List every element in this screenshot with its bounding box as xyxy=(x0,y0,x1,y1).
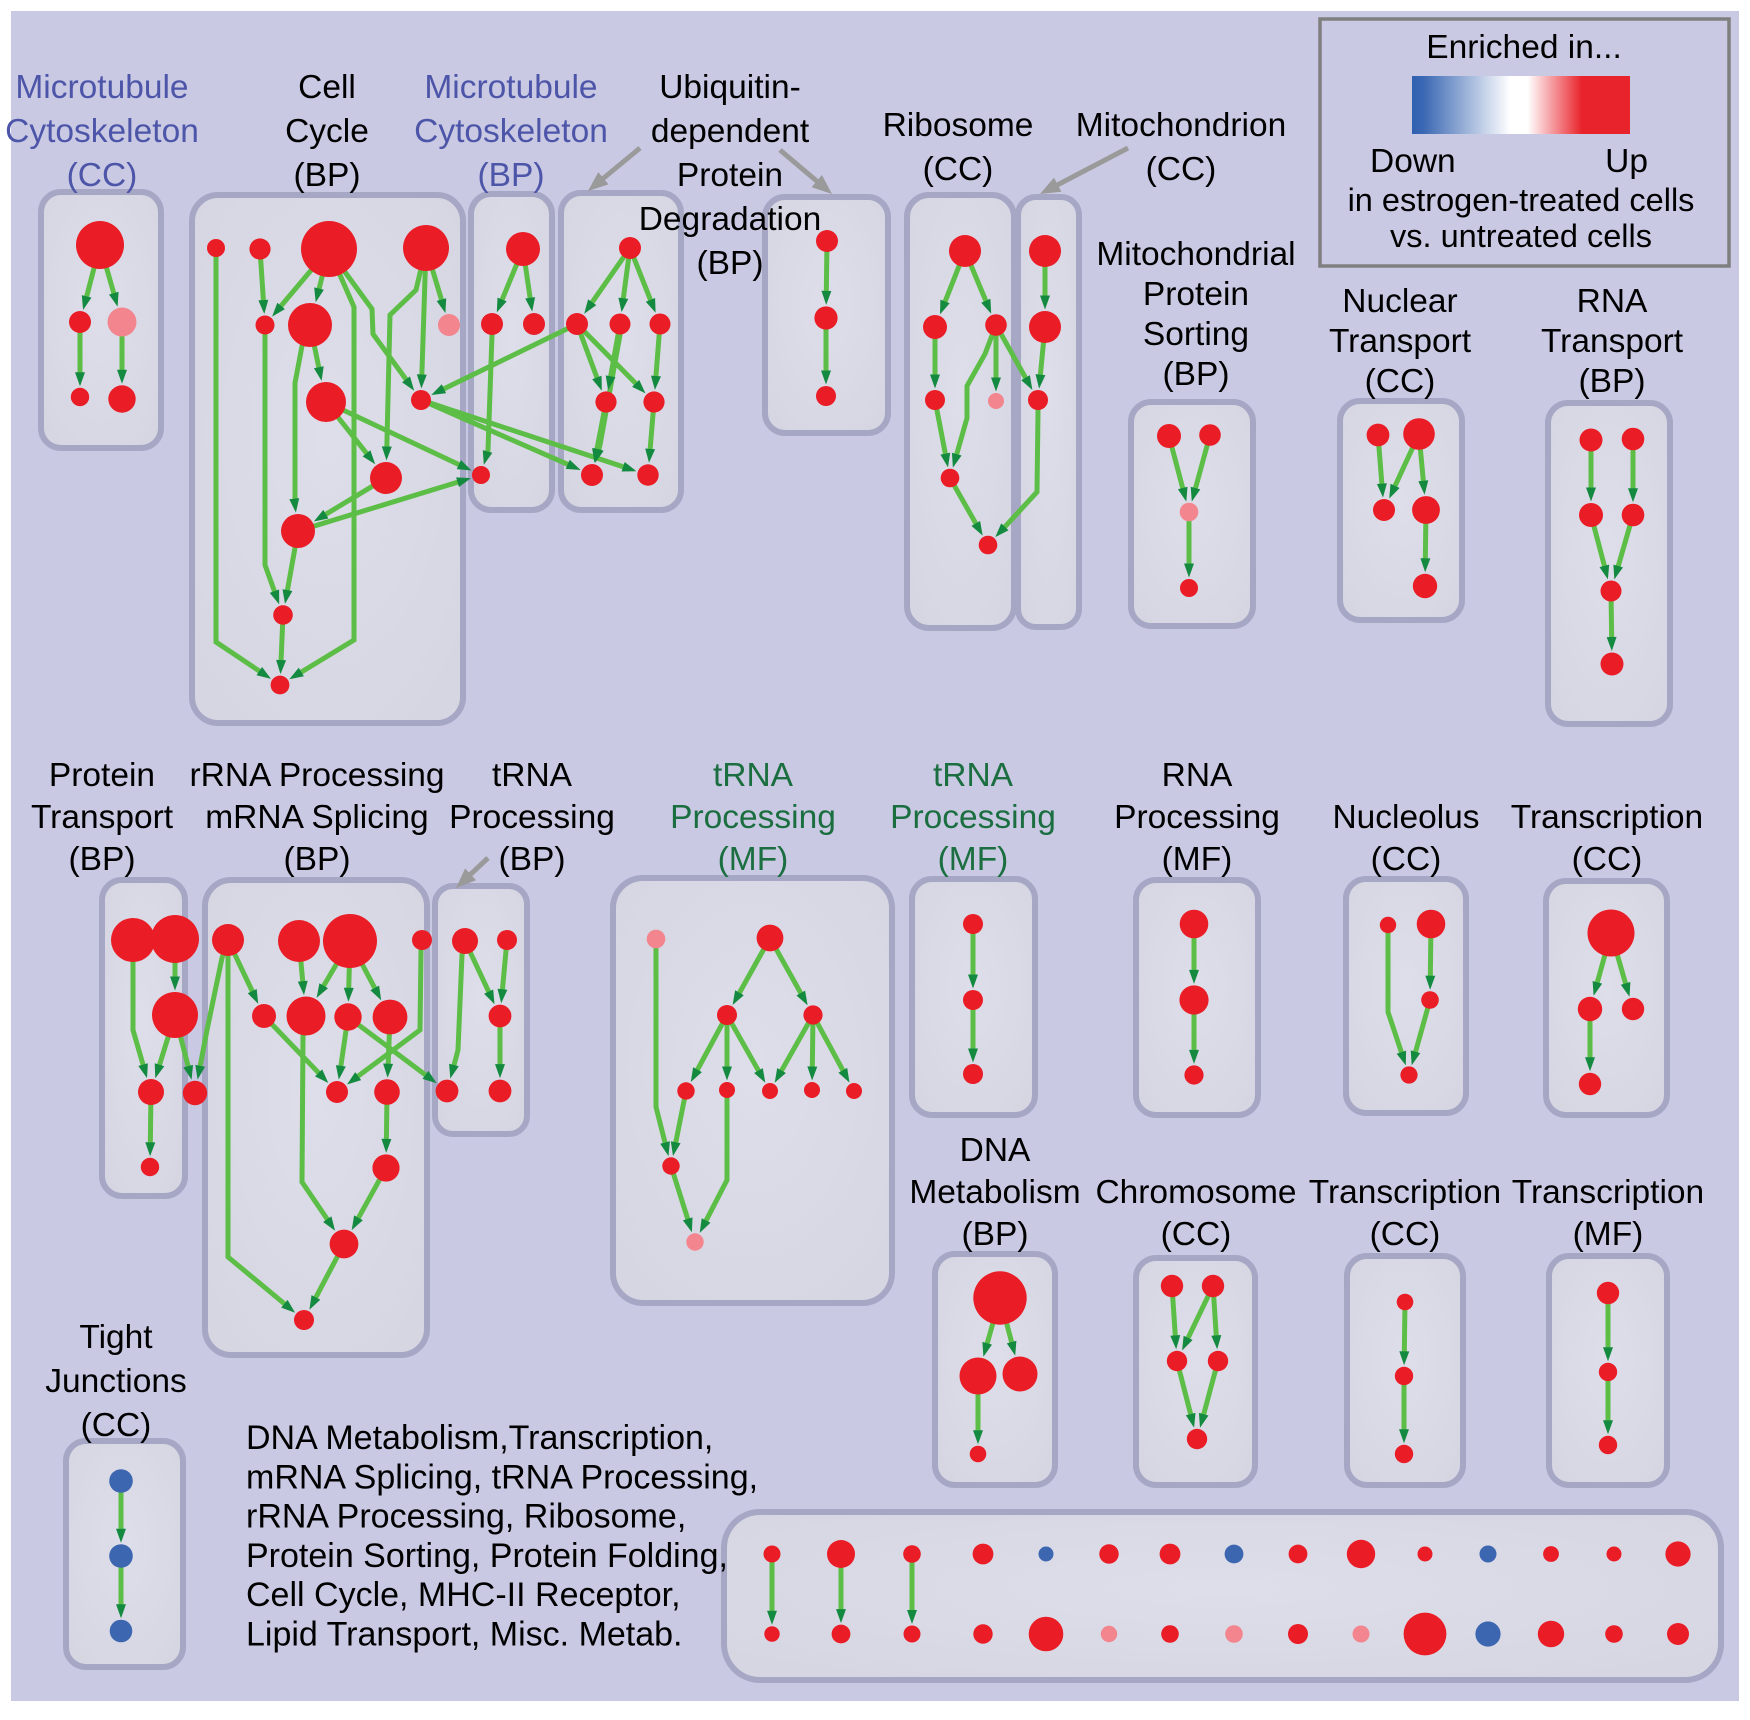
svg-text:(CC): (CC) xyxy=(1146,151,1217,188)
svg-text:(CC): (CC) xyxy=(1370,1216,1441,1253)
svg-text:vs. untreated cells: vs. untreated cells xyxy=(1390,218,1652,254)
svg-text:Chromosome: Chromosome xyxy=(1095,1174,1296,1211)
svg-text:(BP): (BP) xyxy=(1163,356,1230,393)
svg-text:Tight: Tight xyxy=(79,1319,153,1356)
svg-text:tRNA: tRNA xyxy=(713,757,794,794)
svg-text:Transport: Transport xyxy=(31,799,174,836)
svg-text:Protein: Protein xyxy=(49,757,155,794)
svg-text:Mitochondrion: Mitochondrion xyxy=(1076,107,1286,144)
svg-text:(BP): (BP) xyxy=(478,157,545,194)
svg-text:Processing: Processing xyxy=(890,799,1056,836)
svg-text:Sorting: Sorting xyxy=(1143,316,1249,353)
svg-text:(BP): (BP) xyxy=(69,841,136,878)
svg-text:Transport: Transport xyxy=(1329,323,1472,360)
svg-text:in estrogen-treated cells: in estrogen-treated cells xyxy=(1348,182,1695,218)
svg-text:(CC): (CC) xyxy=(81,1407,152,1444)
svg-text:(MF): (MF) xyxy=(1162,841,1233,878)
svg-text:Nuclear: Nuclear xyxy=(1342,283,1457,320)
svg-text:rRNA Processing, Ribosome,: rRNA Processing, Ribosome, xyxy=(246,1498,686,1536)
svg-text:Transcription: Transcription xyxy=(1511,799,1703,836)
svg-text:Transcription: Transcription xyxy=(1309,1174,1501,1211)
svg-text:(CC): (CC) xyxy=(1371,841,1442,878)
svg-text:(BP): (BP) xyxy=(499,841,566,878)
svg-text:RNA: RNA xyxy=(1577,283,1648,320)
svg-text:DNA Metabolism,Transcription,: DNA Metabolism,Transcription, xyxy=(246,1419,713,1457)
svg-text:Cytoskeleton: Cytoskeleton xyxy=(5,113,199,150)
svg-text:(BP): (BP) xyxy=(962,1216,1029,1253)
svg-text:Lipid Transport, Misc. Metab.: Lipid Transport, Misc. Metab. xyxy=(246,1616,683,1654)
svg-text:Microtubule: Microtubule xyxy=(424,69,597,106)
svg-text:(BP): (BP) xyxy=(1579,363,1646,400)
svg-text:Junctions: Junctions xyxy=(45,1363,187,1400)
svg-text:mRNA Splicing: mRNA Splicing xyxy=(205,799,428,836)
svg-text:(CC): (CC) xyxy=(1572,841,1643,878)
svg-text:DNA: DNA xyxy=(960,1132,1031,1169)
svg-text:Processing: Processing xyxy=(670,799,836,836)
svg-text:Mitochondrial: Mitochondrial xyxy=(1096,236,1295,273)
svg-text:(MF): (MF) xyxy=(1573,1216,1644,1253)
svg-text:Transport: Transport xyxy=(1541,323,1684,360)
svg-text:Down: Down xyxy=(1370,143,1456,180)
svg-text:(CC): (CC) xyxy=(1365,363,1436,400)
svg-text:Protein Sorting, Protein Foldi: Protein Sorting, Protein Folding, xyxy=(246,1537,728,1575)
svg-text:Metabolism: Metabolism xyxy=(909,1174,1080,1211)
svg-text:tRNA: tRNA xyxy=(933,757,1014,794)
svg-text:mRNA Splicing, tRNA Processing: mRNA Splicing, tRNA Processing, xyxy=(246,1458,758,1496)
svg-text:Protein: Protein xyxy=(677,157,783,194)
svg-text:dependent: dependent xyxy=(651,113,810,150)
svg-text:Cytoskeleton: Cytoskeleton xyxy=(414,113,608,150)
svg-text:Microtubule: Microtubule xyxy=(15,69,188,106)
svg-text:Nucleolus: Nucleolus xyxy=(1332,799,1479,836)
svg-text:Protein: Protein xyxy=(1143,276,1249,313)
svg-text:Cell: Cell xyxy=(298,69,356,106)
svg-text:(CC): (CC) xyxy=(1161,1216,1232,1253)
svg-text:Processing: Processing xyxy=(1114,799,1280,836)
svg-text:rRNA Processing: rRNA Processing xyxy=(189,757,444,794)
svg-text:Transcription: Transcription xyxy=(1512,1174,1704,1211)
svg-text:(CC): (CC) xyxy=(67,157,138,194)
svg-text:Enriched in...: Enriched in... xyxy=(1426,29,1622,66)
svg-text:Degradation: Degradation xyxy=(639,201,822,238)
svg-text:Cycle: Cycle xyxy=(285,113,369,150)
svg-text:(BP): (BP) xyxy=(697,245,764,282)
svg-text:Ribosome: Ribosome xyxy=(883,107,1034,144)
svg-text:(BP): (BP) xyxy=(294,157,361,194)
svg-text:(CC): (CC) xyxy=(923,151,994,188)
svg-text:(BP): (BP) xyxy=(284,841,351,878)
svg-text:Ubiquitin-: Ubiquitin- xyxy=(659,69,801,106)
svg-text:Up: Up xyxy=(1605,143,1648,180)
svg-text:(MF): (MF) xyxy=(718,841,789,878)
svg-text:RNA: RNA xyxy=(1162,757,1233,794)
svg-text:Cell Cycle, MHC-II Receptor,: Cell Cycle, MHC-II Receptor, xyxy=(246,1576,681,1614)
svg-text:(MF): (MF) xyxy=(938,841,1009,878)
svg-text:Processing: Processing xyxy=(449,799,615,836)
svg-text:tRNA: tRNA xyxy=(492,757,573,794)
